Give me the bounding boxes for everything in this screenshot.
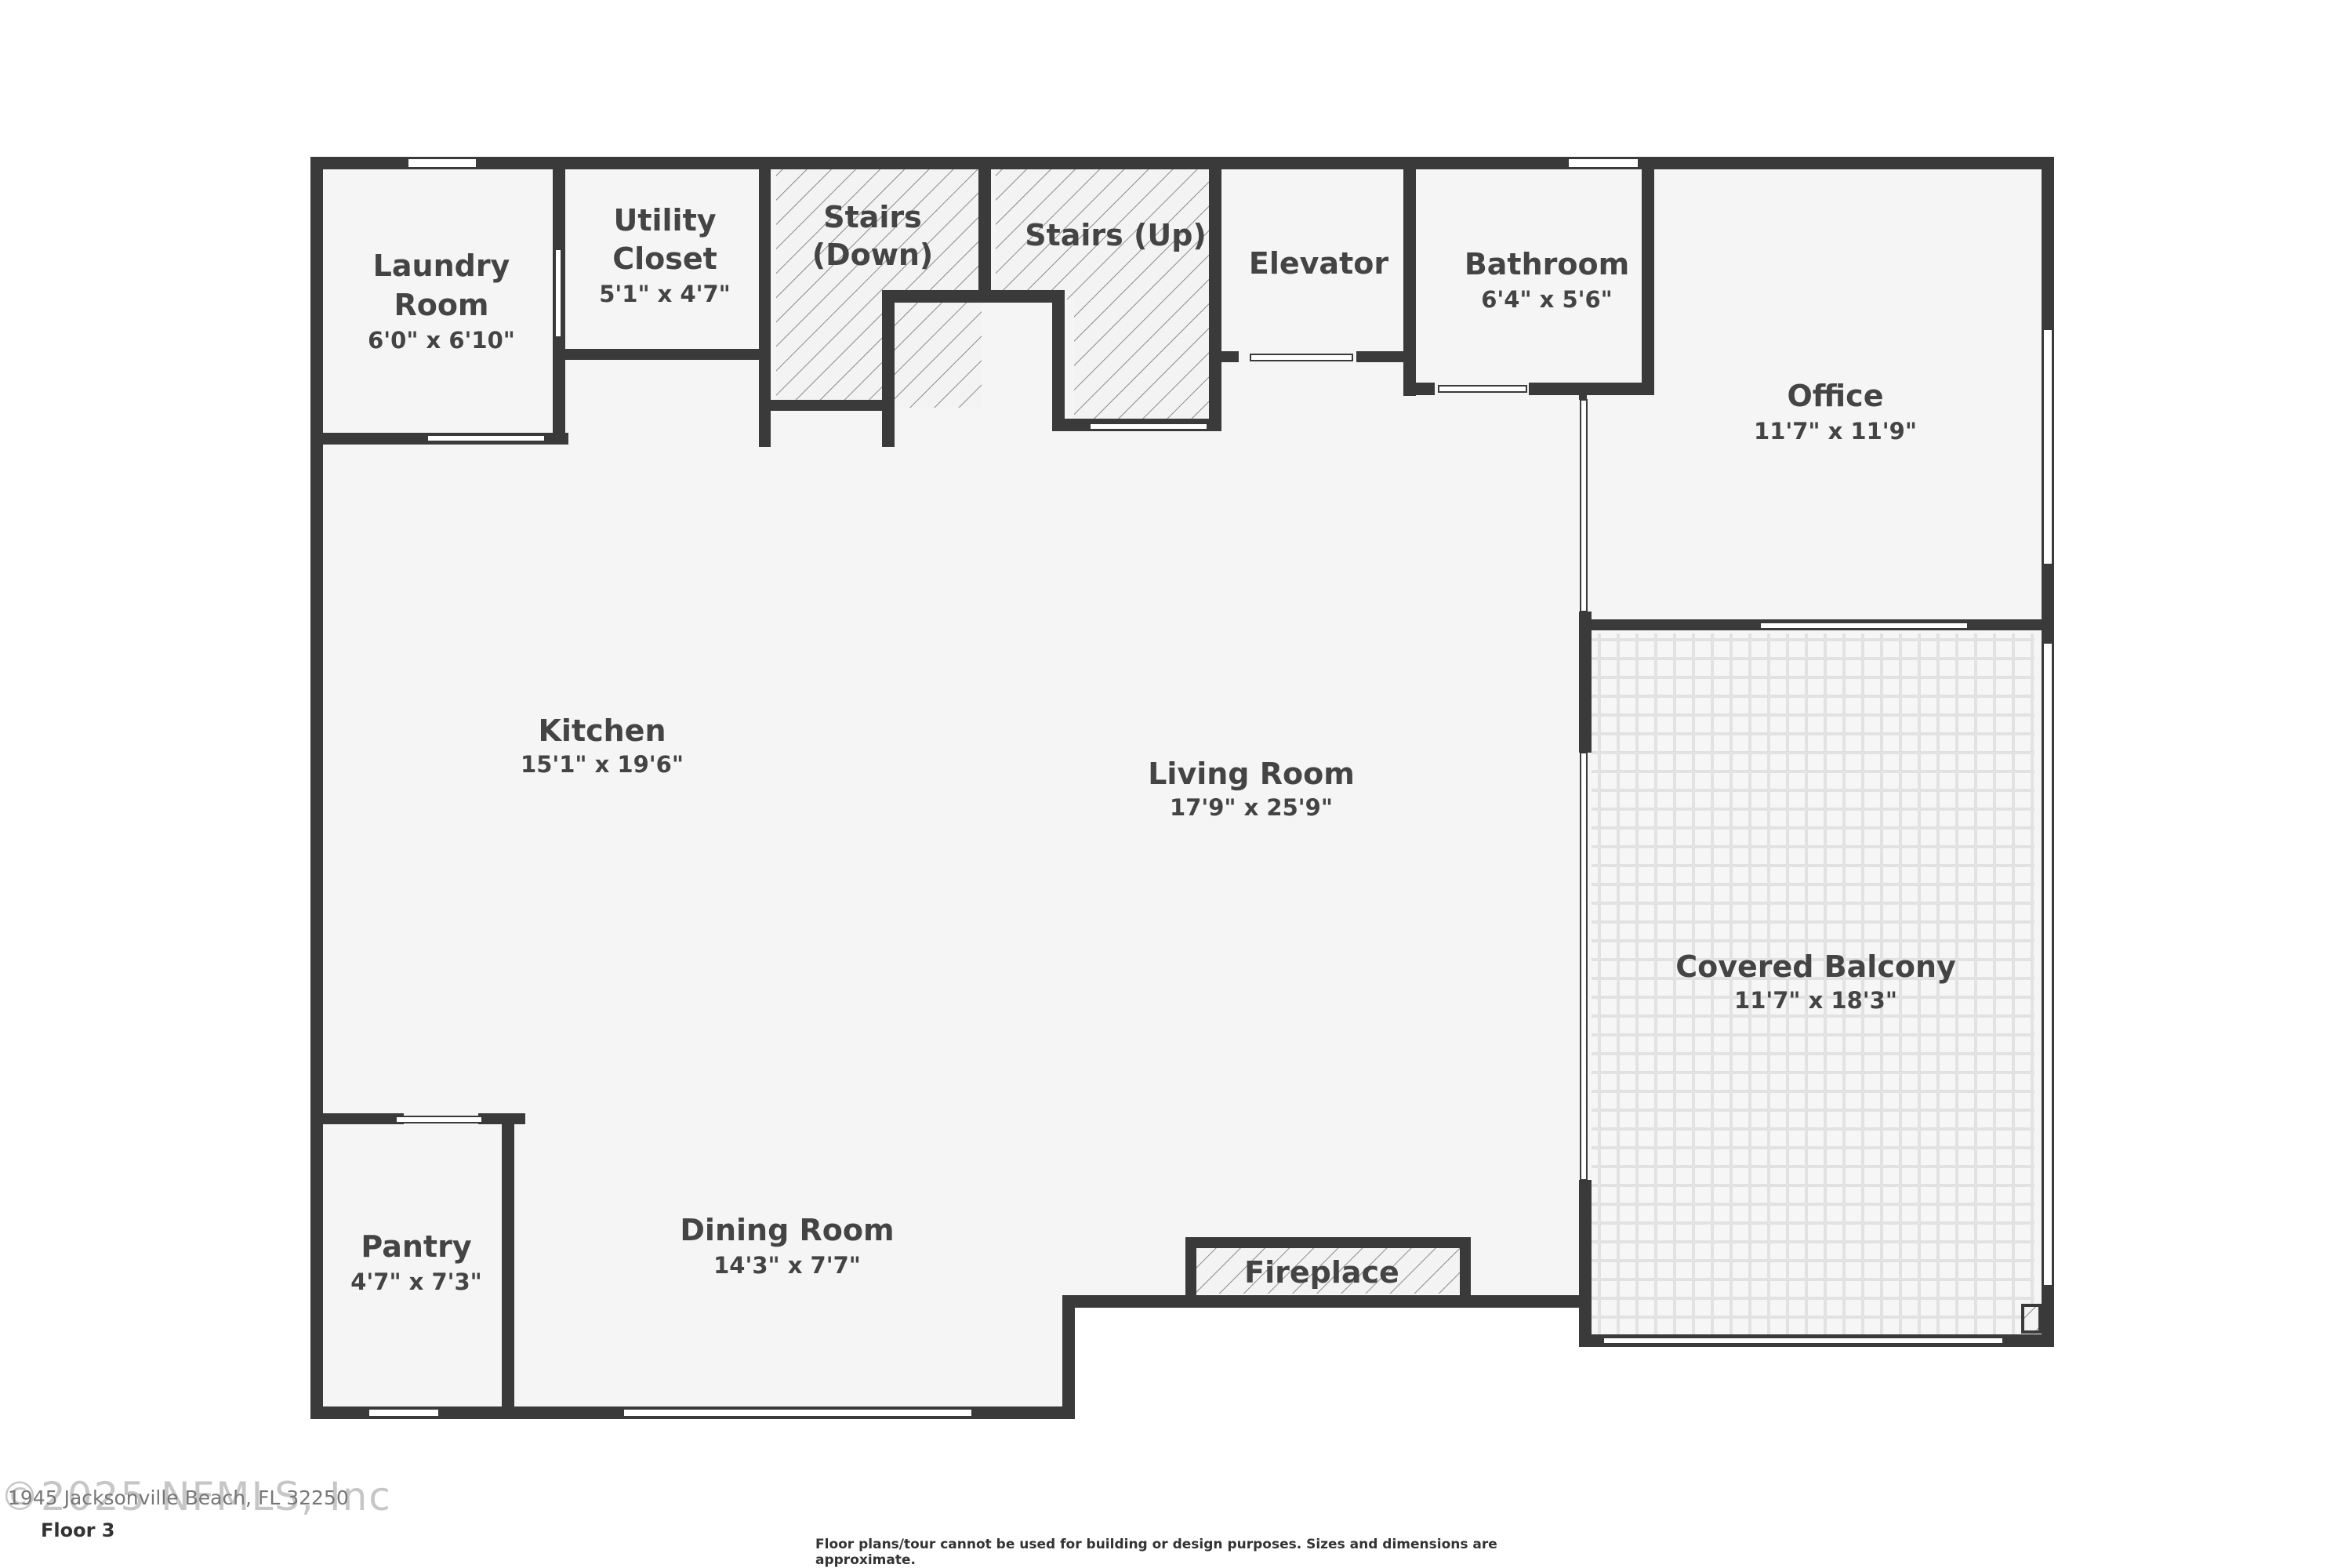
laundry-name-line2: Room	[394, 288, 488, 322]
laundry-name-line1: Laundry	[373, 249, 510, 283]
room-elevator: Elevator	[1249, 246, 1388, 281]
pantry-dim: 4'7" x 7'3"	[350, 1269, 482, 1295]
utility-dim: 5'1" x 4'7"	[599, 281, 731, 307]
dining-dim: 14'3" x 7'7"	[713, 1252, 861, 1279]
utility-name-line1: Utility	[613, 203, 716, 238]
kitchen-dim: 15'1" x 19'6"	[521, 751, 684, 778]
kitchen-name: Kitchen	[538, 713, 666, 748]
room-utility: Utility Closet 5'1" x 4'7"	[599, 203, 731, 307]
utility-name-line2: Closet	[612, 241, 717, 276]
windows	[368, 158, 2053, 1417]
room-kitchen: Kitchen 15'1" x 19'6"	[521, 713, 684, 778]
fireplace: Fireplace	[1244, 1255, 1399, 1290]
bathroom-dim: 6'4" x 5'6"	[1481, 286, 1613, 313]
pantry-name: Pantry	[361, 1229, 471, 1264]
floor-label: Floor 3	[41, 1519, 115, 1541]
stairs-hatch	[776, 168, 1461, 1294]
room-stairs-up: Stairs (Up)	[1025, 218, 1207, 252]
balcony-tile	[1592, 633, 2042, 1339]
copyright-watermark: ©2025 NFMLS, Inc	[0, 1474, 392, 1519]
room-balcony: Covered Balcony 11'7" x 18'3"	[1675, 949, 1956, 1014]
room-office: Office 11'7" x 11'9"	[1754, 379, 1917, 445]
room-living: Living Room 17'9" x 25'9"	[1148, 757, 1355, 821]
room-laundry: Laundry Room 6'0" x 6'10"	[368, 249, 515, 354]
stairs-down-line2: (Down)	[812, 238, 934, 272]
living-dim: 17'9" x 25'9"	[1170, 794, 1333, 821]
office-dim: 11'7" x 11'9"	[1754, 418, 1917, 445]
dining-name: Dining Room	[680, 1213, 894, 1247]
room-stairs-down: Stairs (Down)	[812, 200, 934, 272]
room-dining: Dining Room 14'3" x 7'7"	[680, 1213, 894, 1279]
disclaimer-text: Floor plans/tour cannot be used for buil…	[815, 1537, 1497, 1568]
fireplace-label: Fireplace	[1244, 1255, 1399, 1290]
room-pantry: Pantry 4'7" x 7'3"	[350, 1229, 482, 1295]
stairs-down-line1: Stairs	[823, 200, 922, 234]
stairs-up-name: Stairs (Up)	[1025, 218, 1207, 252]
balcony-name: Covered Balcony	[1675, 949, 1956, 984]
room-bathroom: Bathroom 6'4" x 5'6"	[1465, 247, 1629, 313]
laundry-dim: 6'0" x 6'10"	[368, 327, 515, 354]
bathroom-name: Bathroom	[1465, 247, 1629, 281]
elevator-name: Elevator	[1249, 246, 1388, 281]
office-name: Office	[1788, 379, 1884, 413]
living-name: Living Room	[1148, 757, 1355, 791]
address-text: 1945 Jacksonville Beach, FL 32250	[8, 1486, 349, 1509]
balcony-dim: 11'7" x 18'3"	[1734, 987, 1897, 1014]
